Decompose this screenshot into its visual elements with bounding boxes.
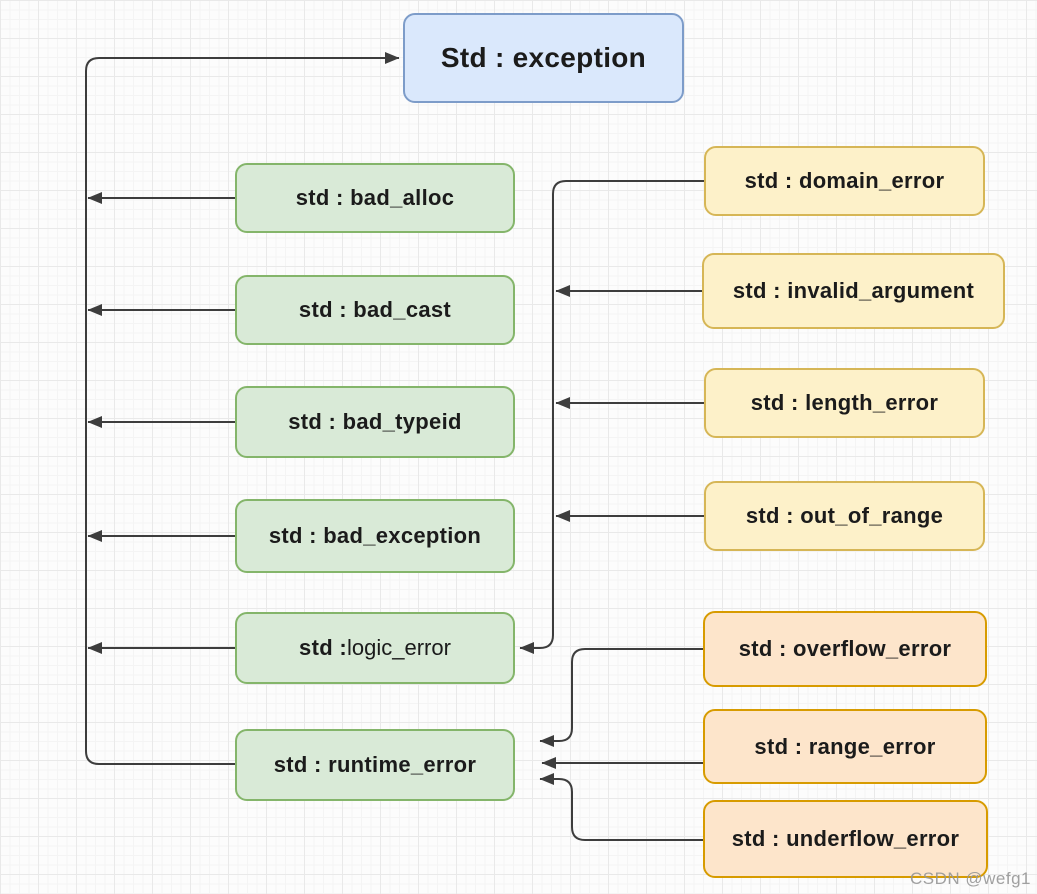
node-label: std : bad_alloc [295, 185, 455, 210]
node-label: std : bad_exception [268, 523, 482, 548]
node-exception: Std : exception [403, 13, 684, 103]
node-bad-exception: std : bad_exception [235, 499, 515, 573]
node-label: std : overflow_error [738, 636, 952, 661]
node-bad-cast: std : bad_cast [235, 275, 515, 345]
node-label: std : bad_cast [298, 297, 452, 322]
node-label: logic_error [347, 635, 451, 660]
node-label: std : domain_error [744, 168, 945, 193]
node-label: std : range_error [754, 733, 936, 759]
edge-overflow-to-runtime [539, 648, 703, 747]
node-runtime-error: std : runtime_error [235, 729, 515, 801]
node-out-of-range: std : out_of_range [704, 481, 985, 551]
node-logic-error: std : logic_error [235, 612, 515, 684]
node-range-error: std : range_error [703, 709, 987, 784]
node-label: std : out_of_range [745, 503, 944, 528]
node-label: std : runtime_error [273, 752, 477, 777]
node-label: Std : exception [440, 42, 647, 73]
node-length-error: std : length_error [704, 368, 985, 438]
node-invalid-argument: std : invalid_argument [702, 253, 1005, 329]
node-bad-alloc: std : bad_alloc [235, 163, 515, 233]
node-overflow-error: std : overflow_error [703, 611, 987, 687]
node-label: std : bad_typeid [288, 409, 462, 434]
node-underflow-error: std : underflow_error [703, 800, 988, 878]
node-label: std : underflow_error [731, 826, 960, 851]
node-bad-typeid: std : bad_typeid [235, 386, 515, 458]
node-label: std : [299, 635, 347, 660]
node-domain-error: std : domain_error [704, 146, 985, 216]
watermark: CSDN @wefg1 [909, 869, 1031, 888]
edge-underflow-to-runtime [539, 773, 703, 841]
node-label: std : length_error [750, 390, 939, 415]
edge-domain-to-logic [519, 180, 704, 654]
node-label: std : invalid_argument [732, 278, 975, 303]
